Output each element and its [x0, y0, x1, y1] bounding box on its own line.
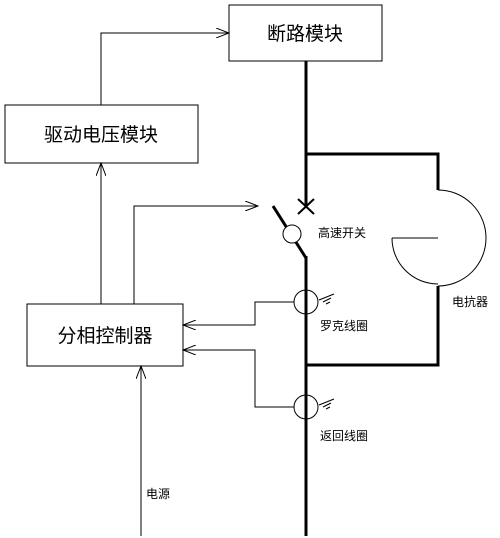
return-coil: 返回线圈	[293, 394, 368, 443]
reactor-label: 电抗器	[452, 294, 488, 309]
breaker-module: 断路模块	[228, 4, 383, 62]
arrow-rogowski-to-controller	[183, 301, 294, 325]
arrow-driver-to-breaker	[100, 33, 229, 105]
rogowski-coil: 罗克线圈	[293, 289, 368, 333]
ground-hatch-icon	[318, 398, 335, 410]
reactor-loop	[306, 152, 440, 367]
reactor-icon	[391, 189, 487, 287]
ground-hatch-icon	[318, 293, 335, 305]
driver-voltage-module-label: 驱动电压模块	[44, 124, 158, 146]
driver-voltage-module: 驱动电压模块	[4, 104, 199, 164]
high-speed-switch-label: 高速开关	[318, 225, 366, 240]
phase-controller: 分相控制器	[26, 303, 184, 367]
power-label: 电源	[146, 487, 170, 501]
arrow-controller-to-switch	[133, 206, 258, 304]
rogowski-coil-label: 罗克线圈	[320, 319, 368, 333]
switch-coil-icon	[282, 224, 302, 244]
high-speed-switch: 高速开关	[271, 198, 366, 259]
return-coil-label: 返回线圈	[320, 429, 368, 443]
phase-controller-label: 分相控制器	[57, 325, 152, 347]
breaker-module-label: 断路模块	[267, 23, 343, 45]
arrow-return-to-controller	[183, 350, 294, 408]
